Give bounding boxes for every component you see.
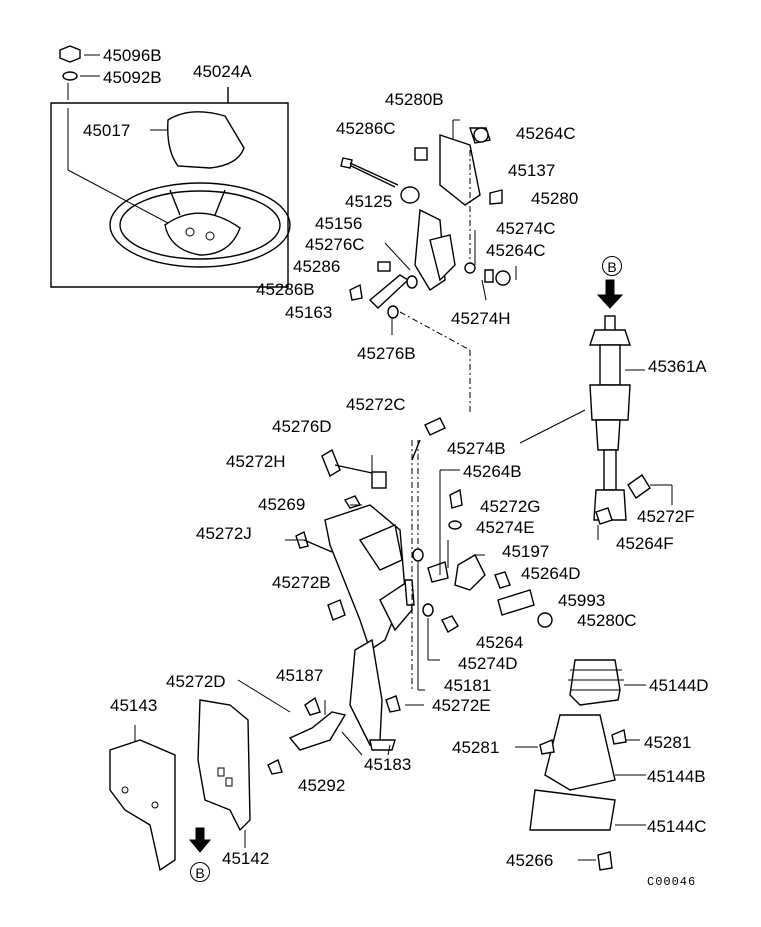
label-45272D: 45272D <box>166 672 226 691</box>
label-45163: 45163 <box>285 303 333 322</box>
label-45264: 45264 <box>476 633 524 652</box>
label-45125: 45125 <box>345 192 393 211</box>
label-45280C: 45280C <box>577 611 637 630</box>
label-45286C: 45286C <box>336 119 396 138</box>
label-45144D: 45144D <box>649 676 709 695</box>
label-45143: 45143 <box>110 696 158 715</box>
label-45269: 45269 <box>258 495 306 514</box>
label-45286: 45286 <box>293 257 341 276</box>
shift-lever-assembly <box>237 417 553 775</box>
label-45361A: 45361A <box>648 357 707 376</box>
label-45017: 45017 <box>83 121 131 140</box>
label-45137: 45137 <box>508 161 556 180</box>
view-marker-bottom: B <box>190 862 210 882</box>
label-45286B: 45286B <box>256 280 315 299</box>
diagram-code: C00046 <box>647 875 697 889</box>
label-45280B: 45280B <box>385 90 444 109</box>
label-45264F: 45264F <box>616 534 674 553</box>
label-45272E: 45272E <box>432 696 491 715</box>
label-45272H: 45272H <box>226 452 286 471</box>
view-marker-top: B <box>602 256 622 276</box>
label-45264C-bottom: 45264C <box>486 241 546 260</box>
label-45276D: 45276D <box>272 417 332 436</box>
label-45096B: 45096B <box>103 46 162 65</box>
label-45281-right: 45281 <box>644 733 692 752</box>
label-45144C: 45144C <box>647 817 707 836</box>
steering-column-group <box>519 279 673 540</box>
label-45274E: 45274E <box>476 518 535 537</box>
label-45187: 45187 <box>276 666 324 685</box>
label-45183: 45183 <box>364 755 412 774</box>
label-45142: 45142 <box>222 849 270 868</box>
label-45156: 45156 <box>315 214 363 233</box>
upper-linkage-group <box>340 119 517 415</box>
label-45144B: 45144B <box>647 767 706 786</box>
label-45272F: 45272F <box>637 507 695 526</box>
label-45276B: 45276B <box>357 344 416 363</box>
label-45272C: 45272C <box>346 395 406 414</box>
label-45276C: 45276C <box>305 235 365 254</box>
label-45274B: 45274B <box>447 439 506 458</box>
label-45281-left: 45281 <box>452 738 500 757</box>
boot-cover-group <box>515 659 646 871</box>
label-45024A: 45024A <box>193 62 252 81</box>
label-45274H: 45274H <box>451 309 511 328</box>
label-45272J: 45272J <box>196 524 252 543</box>
label-45266: 45266 <box>506 851 554 870</box>
label-45197: 45197 <box>502 542 550 561</box>
label-45274C: 45274C <box>496 219 556 238</box>
label-45264C-top: 45264C <box>516 124 576 143</box>
lower-covers-group <box>109 699 251 872</box>
label-45264D: 45264D <box>521 564 581 583</box>
label-45272B: 45272B <box>272 573 331 592</box>
label-45264B: 45264B <box>463 462 522 481</box>
label-45272G: 45272G <box>480 497 541 516</box>
label-45092B: 45092B <box>103 68 162 87</box>
label-45993: 45993 <box>558 591 606 610</box>
label-45292: 45292 <box>298 776 346 795</box>
label-45181: 45181 <box>444 676 492 695</box>
steering-wheel-group <box>50 45 291 288</box>
label-45274D: 45274D <box>458 654 518 673</box>
label-45280: 45280 <box>531 189 579 208</box>
